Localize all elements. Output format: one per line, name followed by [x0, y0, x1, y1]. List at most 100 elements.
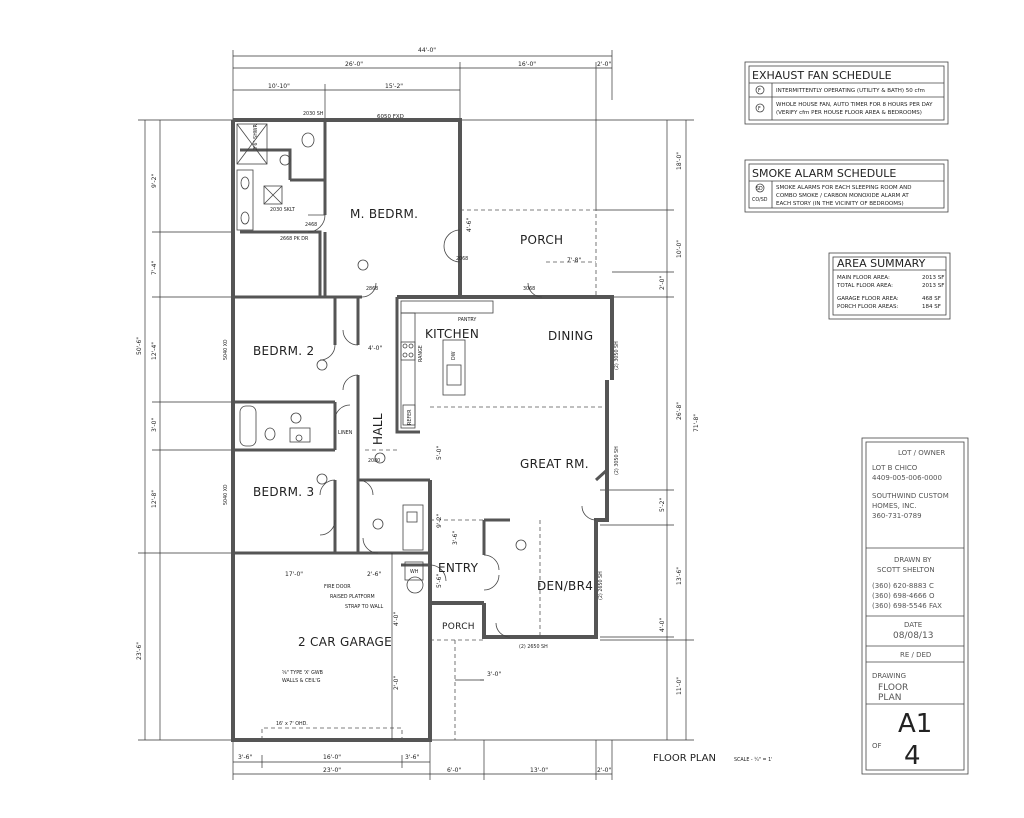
note-refer: REFER — [407, 409, 413, 425]
dim-right-g: 11'-0" — [676, 677, 683, 695]
dim-right-total: 71'-8" — [693, 414, 700, 432]
inner-dimensions: 7'-8" 4'-6" 4'-0" 5'-0" 9'-2" 3'-6" 5'-6… — [285, 218, 581, 740]
area-porch-label: PORCH FLOOR AREAS: — [837, 304, 898, 310]
kitchen-island — [442, 339, 466, 396]
fixtures — [236, 123, 494, 594]
sd-master-icon — [357, 259, 369, 271]
dim-overall-width: 44'-0" — [418, 47, 436, 54]
smoke-symbol-a: SD — [756, 186, 763, 192]
note-bath-window: 2030 SH — [303, 111, 324, 117]
tb-company-phone: 360-731-0789 — [872, 512, 922, 520]
dim-left-total: 50'-6" — [136, 337, 143, 355]
dim-bot-b: 16'-0" — [323, 754, 341, 761]
note-ohd: 16' x 7' OHD. — [276, 721, 308, 727]
tb-lot: LOT B CHICO — [872, 464, 918, 472]
room-hall: HALL — [371, 413, 385, 445]
sd-bedrm3-icon — [316, 473, 328, 485]
tb-drawn-by-label: DRAWN BY — [894, 556, 932, 564]
room-porch-top: PORCH — [520, 233, 563, 247]
dim-bot-d: 23'-0" — [323, 767, 341, 774]
tb-total-sheets: 4 — [904, 741, 921, 771]
note-win-2650-b: (2) 2650 SH — [519, 644, 548, 650]
exterior-walls — [231, 118, 614, 742]
exhaust-row2-text-b: (VERIFY cfm PER HOUSE FLOOR AREA & BEDRO… — [776, 110, 922, 116]
shower — [236, 123, 268, 165]
dim-inner-5-6: 5'-6" — [436, 574, 443, 588]
dim-left-c: 12'-4" — [151, 342, 158, 360]
tb-drafter: SCOTT SHELTON — [877, 566, 935, 574]
dim-inner-3-6: 3'-6" — [452, 531, 459, 545]
dim-top-b: 16'-0" — [518, 61, 536, 68]
bottom-dimensions: 3'-6" 16'-0" 3'-6" 23'-0" 6'-0" 13'-0" 2… — [232, 740, 613, 780]
tb-company-a: SOUTHWIND CUSTOM — [872, 492, 949, 500]
dim-right-b: 10'-0" — [676, 240, 683, 258]
note-win-5040-a: 5040 XO — [223, 339, 229, 360]
exhaust-row1-symbol: F — [758, 88, 761, 94]
tb-of: OF — [872, 742, 882, 750]
dim-inner-porch: 7'-8" — [567, 257, 581, 264]
dim-right-a: 18'-0" — [676, 152, 683, 170]
room-labels: M. BEDRM. BEDRM. 2 BEDRM. 3 KITCHEN DINI… — [253, 207, 593, 649]
note-door-2068: 2068 — [456, 256, 468, 262]
dim-bot-g: 2'-0" — [597, 767, 611, 774]
bathtub — [239, 405, 257, 447]
note-shower: 3'6" SHWR — [253, 123, 259, 150]
dim-right-e: 13'-6" — [676, 567, 683, 585]
doors — [307, 214, 597, 638]
smoke-symbol-b: CO/SD — [752, 197, 768, 203]
sd-bedrm2-icon — [316, 359, 328, 371]
interior-walls — [233, 120, 609, 567]
fan-hall-bath-icon — [290, 412, 302, 424]
hall-sink — [289, 427, 311, 443]
kitchen-counter — [400, 312, 416, 429]
note-skylight: 2030 SKLT — [270, 207, 295, 213]
smoke-title: SMOKE ALARM SCHEDULE — [752, 167, 896, 180]
right-dimensions: 18'-0" 10'-0" 2'-0" 71'-8" 26'-8" 5'-2" … — [430, 119, 700, 741]
plan-scale: SCALE - ¼" = 1' — [734, 757, 772, 763]
dim-bot-f: 13'-0" — [530, 767, 548, 774]
dim-left-e: 12'-8" — [151, 490, 158, 508]
dim-inner-2-6: 2'-6" — [367, 571, 381, 578]
title-block: LOT / OWNER LOT B CHICO 4409-005-006-000… — [861, 437, 969, 775]
plan-notes: 6050 FXD 2030 SH 2030 SKLT 2668 PK DR 3'… — [223, 111, 620, 727]
note-range: RANGE — [418, 345, 424, 362]
exhaust-row2-symbol: F — [758, 106, 761, 112]
tb-phone-o: (360) 698-4666 O — [872, 592, 935, 600]
exhaust-row2-text-a: WHOLE HOUSE FAN, AUTO TIMER FOR 8 HOURS … — [776, 102, 933, 108]
tb-parcel: 4409-005-006-0000 — [872, 474, 942, 482]
area-total-value: 2013 SF — [922, 283, 944, 289]
note-win-3050-b: (2) 3050 SH — [614, 446, 620, 475]
tb-drawing-b: PLAN — [878, 693, 902, 703]
area-summary: AREA SUMMARY MAIN FLOOR AREA: 2013 SF TO… — [828, 252, 951, 320]
note-win-5040-b: 5040 XO — [223, 484, 229, 505]
note-strap: STRAP TO WALL — [345, 604, 383, 610]
note-door-2868: 2868 — [366, 286, 378, 292]
co-sd-hall-icon — [374, 452, 386, 464]
room-bedroom-3: BEDRM. 3 — [253, 485, 314, 499]
dim-bot-a: 3'-6" — [238, 754, 252, 761]
dim-left-b: 7'-4" — [151, 261, 158, 275]
note-wh: WH — [410, 569, 419, 575]
room-porch-bottom: PORCH — [442, 622, 475, 632]
note-fire-door: FIRE DOOR — [324, 584, 351, 590]
range — [400, 341, 416, 361]
smoke-alarm-schedule: SMOKE ALARM SCHEDULE SD CO/SD SMOKE ALAR… — [744, 159, 949, 213]
dim-top-a: 26'-0" — [345, 61, 363, 68]
area-garage-value: 468 SF — [922, 296, 941, 302]
tb-date-label: DATE — [904, 621, 922, 629]
refrigerator — [402, 404, 416, 426]
note-dw: DW — [451, 351, 457, 360]
sink-2 — [240, 211, 250, 225]
water-heater — [406, 576, 424, 594]
note-gwb: ⅝" TYPE 'X' GWB — [282, 670, 323, 676]
dim-inner-4-0b: 4'-0" — [393, 612, 400, 626]
dim-top-d: 10'-10" — [268, 83, 290, 90]
tb-drawing-label: DRAWING — [872, 672, 906, 680]
dim-inner-9-2: 9'-2" — [436, 514, 443, 528]
room-entry: ENTRY — [438, 561, 479, 575]
dim-left-d: 3'-0" — [151, 418, 158, 432]
area-main-label: MAIN FLOOR AREA: — [837, 275, 890, 281]
note-win-3050-a: (2) 3050 SH — [614, 341, 620, 370]
skylight — [263, 185, 283, 205]
